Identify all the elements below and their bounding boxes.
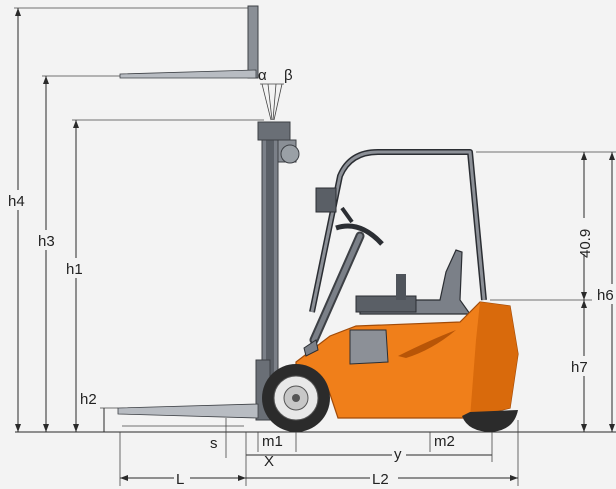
label-overhead-offset: 40.9 <box>577 229 594 258</box>
label-h6: h6 <box>597 287 614 304</box>
overhead-guard <box>309 149 487 313</box>
steering-column <box>309 206 384 345</box>
label-l2: L2 <box>372 471 389 488</box>
label-h3: h3 <box>38 233 55 250</box>
label-x: X <box>264 453 274 470</box>
dim-m1 <box>257 432 297 452</box>
label-h4: h4 <box>8 193 25 210</box>
label-h1: h1 <box>66 261 83 278</box>
label-alpha: α <box>258 67 267 84</box>
operator-seat <box>355 249 472 315</box>
label-s: s <box>210 435 218 452</box>
front-wheel <box>262 364 330 432</box>
dim-h4 <box>14 7 250 432</box>
rear-wheel <box>462 410 518 432</box>
raised-fork <box>119 5 259 79</box>
label-m2: m2 <box>434 433 455 450</box>
label-y: y <box>394 446 402 463</box>
lowered-fork <box>117 403 259 427</box>
mast <box>255 121 300 421</box>
dim-h3 <box>42 75 120 432</box>
dim-h1 <box>72 119 264 432</box>
label-h7: h7 <box>571 359 588 376</box>
label-beta: β <box>284 67 293 84</box>
label-h2: h2 <box>80 391 97 408</box>
tilt-angle-indicator <box>260 83 284 121</box>
label-m1: m1 <box>262 433 283 450</box>
dim-h2 <box>100 407 118 432</box>
label-l: L <box>176 471 184 488</box>
